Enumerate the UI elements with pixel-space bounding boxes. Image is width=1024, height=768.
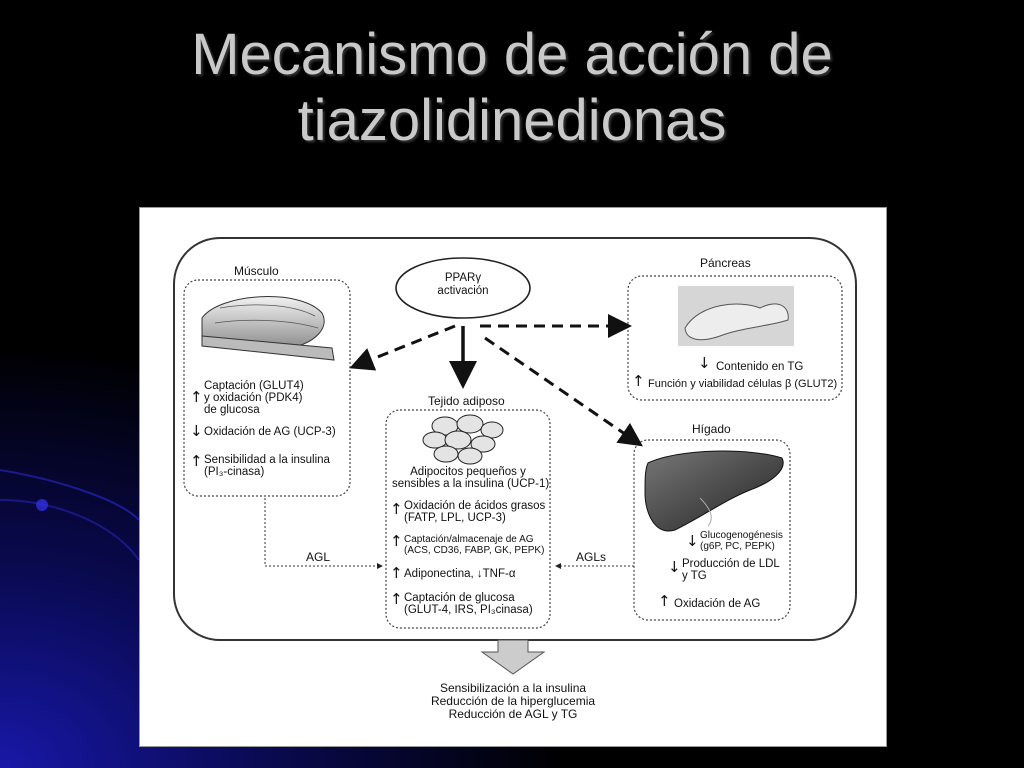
liver-item-1-line-2: (g6P, PC, PEPK): [700, 541, 775, 552]
arrow-to-liver: [484, 336, 643, 447]
flow-label-agl: AGL: [306, 550, 331, 564]
adipose-item-1-line-1: Oxidación de ácidos grasos: [404, 500, 546, 512]
arrow-up-icon: ↑: [658, 592, 671, 610]
flow-label-agls: AGLs: [576, 550, 607, 564]
arrow-to-muscle: [349, 324, 456, 371]
diagram-shapes: [173, 237, 857, 675]
liver-title: Hígado: [692, 422, 731, 436]
muscle-item-1: Captación (GLUT4) y oxidación (PDK4) de …: [204, 380, 304, 416]
outcome-arrow: [480, 639, 546, 675]
arrow-down-icon: ↓: [698, 354, 711, 372]
adipose-item-4: Captación de glucosa (GLUT-4, IRS, PI₃ci…: [404, 592, 533, 616]
adipose-caption-line-2: sensibles a la insulina (UCP-1): [392, 478, 550, 490]
pancreas-illustration: [678, 286, 794, 346]
outcome-2: Reducción de la hiperglucemia: [430, 694, 596, 708]
adipocyte-cluster: [422, 414, 504, 465]
adipose-item-4-line-2: (GLUT-4, IRS, PI₃cinasa): [404, 604, 533, 616]
ppar-label-line-2: activación: [437, 285, 489, 297]
adipose-item-1: Oxidación de ácidos grasos (FATP, LPL, U…: [404, 500, 545, 524]
liver-item-3: Oxidación de AG: [674, 598, 761, 610]
adipose-caption-line-1: Adipocitos pequeños y: [410, 466, 526, 478]
muscle-item-3-line-1: Sensibilidad a la insulina: [204, 454, 330, 466]
arrow-up-icon: ↑: [390, 500, 403, 518]
liver-item-2: Producción de LDL y TG: [682, 558, 780, 582]
adipose-title: Tejido adiposo: [428, 394, 505, 408]
adipose-item-2: Captación/almacenaje de AG (ACS, CD36, F…: [404, 534, 544, 556]
adipose-item-2-line-1: Captación/almacenaje de AG: [404, 534, 534, 545]
muscle-item-1-line-3: de glucosa: [204, 404, 260, 416]
muscle-illustration: [201, 296, 335, 361]
adipose-item-4-line-1: Captación de glucosa: [404, 592, 515, 604]
adipose-box: [385, 409, 551, 629]
liver-illustration: [644, 450, 784, 532]
arrow-up-icon: ↑: [390, 532, 403, 550]
arrow-down-icon: ↓: [686, 532, 699, 550]
liver-item-2-line-2: y TG: [682, 570, 707, 582]
adipose-caption: Adipocitos pequeños y sensibles a la ins…: [392, 466, 550, 490]
pancreas-item-2: Función y viabilidad células β (GLUT2): [648, 378, 838, 390]
muscle-item-1-line-2: y oxidación (PDK4): [204, 392, 303, 404]
slide-title-line-1: Mecanismo de acción de: [191, 22, 833, 87]
outcomes-list: Sensibilización a la insulina Reducción …: [388, 682, 638, 721]
pancreas-item-1: Contenido en TG: [716, 361, 804, 373]
arrow-up-icon: ↑: [190, 388, 203, 406]
muscle-item-2: Oxidación de AG (UCP-3): [204, 426, 336, 438]
muscle-item-3-line-2: (PI₃-cinasa): [204, 466, 265, 478]
adipose-item-1-line-2: (FATP, LPL, UCP-3): [404, 512, 506, 524]
liver-item-1-line-1: Glucogenogénesis: [700, 530, 783, 541]
muscle-title: Músculo: [234, 264, 279, 278]
arrow-up-icon: ↑: [390, 564, 403, 582]
arrow-up-icon: ↑: [390, 590, 403, 608]
adipose-item-2-line-2: (ACS, CD36, FABP, GK, PEPK): [404, 545, 545, 556]
arrow-up-icon: ↑: [632, 372, 645, 390]
muscle-item-3: Sensibilidad a la insulina (PI₃-cinasa): [204, 454, 330, 478]
arrow-up-icon: ↑: [190, 452, 203, 470]
outcome-1: Sensibilización a la insulina: [439, 681, 587, 695]
slide-title-line-2: tiazolidinedionas: [297, 88, 727, 153]
liver-item-2-line-1: Producción de LDL: [682, 558, 780, 570]
slide-title: Mecanismo de acción de tiazolidinedionas: [0, 22, 1024, 154]
ppar-ellipse: [395, 257, 531, 319]
outcome-3: Reducción de AGL y TG: [448, 707, 578, 721]
adipose-item-3: Adiponectina, ↓TNF-α: [404, 568, 516, 580]
liver-item-1: Glucogenogénesis (g6P, PC, PEPK): [700, 530, 783, 552]
ppar-label-line-1: PPARγ: [444, 272, 482, 284]
ppar-label: PPARγ activación: [423, 272, 503, 298]
arrow-down-icon: ↓: [190, 422, 203, 440]
arrow-down-icon: ↓: [668, 558, 681, 576]
diagram-figure: PPARγ activación Músculo ↑ Captación (GL…: [139, 207, 887, 747]
flow-muscle-to-adipose: [264, 498, 383, 569]
pancreas-title: Páncreas: [700, 256, 751, 270]
muscle-item-1-line-1: Captación (GLUT4): [204, 380, 304, 392]
